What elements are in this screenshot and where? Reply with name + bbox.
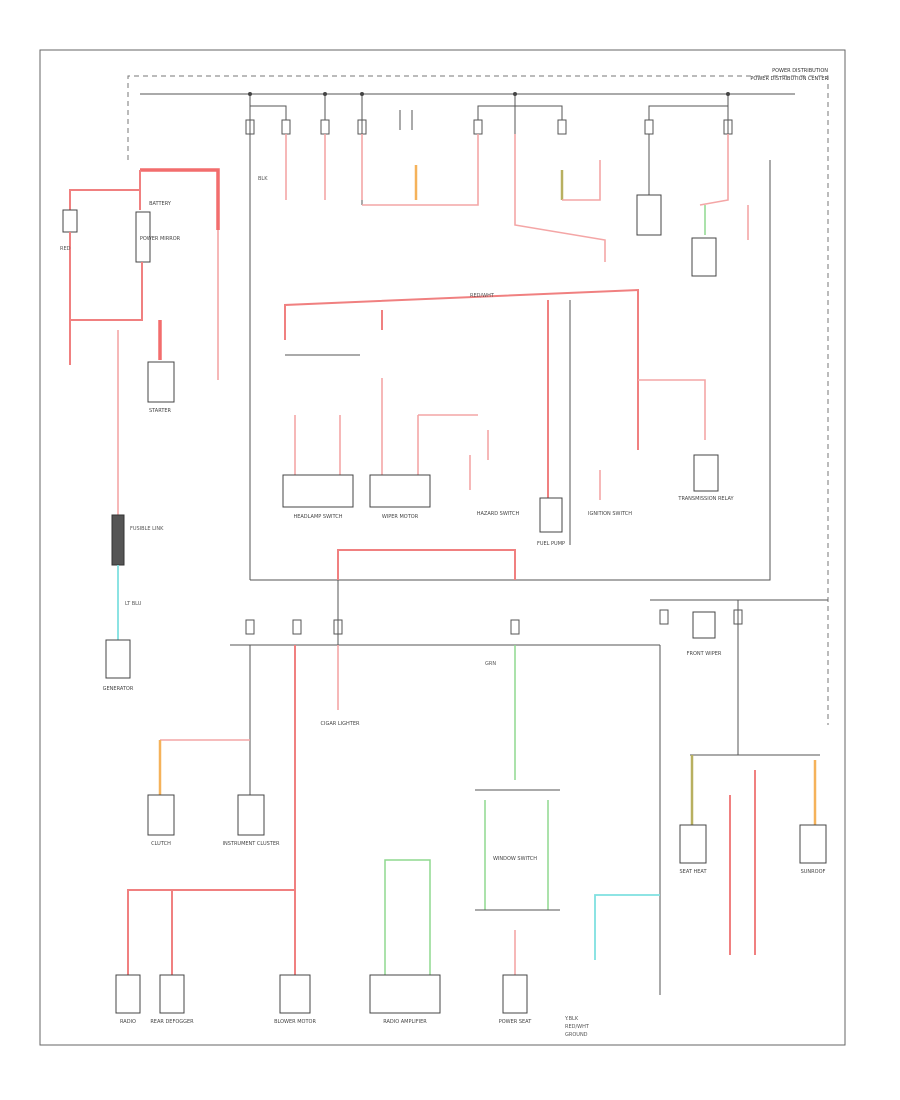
fusible-link-label: FUSIBLE LINK (130, 526, 164, 532)
window-switch-label: WINDOW SWITCH (493, 856, 537, 862)
legend-item-2: RED/WHT (565, 1024, 590, 1030)
wire-top-5 (514, 134, 606, 262)
seat-box-frame (475, 789, 560, 911)
lower-fuse-1 (245, 619, 255, 635)
relay-box-1 (636, 194, 662, 236)
wiper-motor-box (369, 474, 431, 508)
fuel-pump-label: FUEL PUMP (537, 541, 565, 547)
transmission-relay-label: TRANSMISSION RELAY (677, 496, 734, 502)
generator-box (105, 639, 131, 679)
pdc-boundary (127, 75, 829, 725)
headlamp-switch-box (282, 474, 354, 508)
instrument-cluster-label: INSTRUMENT CLUSTER (223, 841, 281, 847)
starter-label: STARTER (149, 408, 172, 414)
wire-top-6 (562, 160, 601, 201)
blower-motor-box (279, 974, 311, 1014)
radio-box (115, 974, 141, 1014)
transmission-relay-box (693, 454, 719, 492)
diagram-frame (39, 49, 846, 1046)
legend-item-1: Y.BLK (564, 1016, 579, 1022)
seat-heat-box (679, 824, 707, 864)
battery-main-cable (140, 168, 220, 230)
legend-item-3: GROUND (565, 1032, 588, 1038)
hazard-switch-label: HAZARD SWITCH (477, 511, 520, 517)
clutch-box (147, 794, 175, 836)
rear-defogger-label: REAR DEFOGGER (150, 1019, 194, 1025)
clutch-label: CLUTCH (151, 841, 171, 847)
mid-pink-8 (638, 379, 706, 440)
power-mirror-label: POWER MIRROR (140, 236, 181, 242)
wire-code-lt-blu: LT BLU (125, 601, 142, 607)
relay-box-2 (691, 237, 717, 277)
wire-code-grn: GRN (485, 661, 496, 667)
sunroof-box (799, 824, 827, 864)
fuel-pump-box (539, 497, 563, 533)
ignition-switch-label: IGNITION SWITCH (588, 511, 632, 517)
mid-red-bus (284, 288, 639, 450)
header-line1: POWER DISTRIBUTION (772, 68, 828, 74)
rear-defogger-box (159, 974, 185, 1014)
wire-battery-starter (70, 262, 143, 321)
blower-motor-label: BLOWER MOTOR (274, 1019, 316, 1025)
battery-left-lead (69, 189, 140, 210)
power-seat-box (502, 974, 528, 1014)
battery-label: BATTERY (149, 201, 172, 207)
seat-heat-label: SEAT HEAT (679, 869, 707, 875)
wire-top-8 (699, 134, 729, 206)
amp-green-loop (384, 859, 431, 975)
wire-top-4 (362, 134, 479, 206)
lower-fuse-4 (510, 619, 520, 635)
radio-amplifier-label: RADIO AMPLIFIER (383, 1019, 427, 1025)
fusible-link (111, 514, 125, 566)
lower-red-bus (337, 549, 516, 580)
front-wiper-box (692, 611, 716, 639)
bottom-red-bus (127, 889, 295, 975)
wire-code-blk: BLK (258, 176, 268, 182)
sunroof-label: SUNROOF (801, 869, 826, 875)
front-wiper-label: FRONT WIPER (687, 651, 722, 657)
battery-left-block (62, 209, 78, 233)
generator-label: GENERATOR (103, 686, 134, 692)
header-line2: POWER DISTRIBUTION CENTER (750, 76, 828, 82)
headlamp-switch-label: HEADLAMP SWITCH (293, 514, 342, 520)
radio-label: RADIO (120, 1019, 136, 1025)
lower-fuse-2 (292, 619, 302, 635)
mid-inner-frame (250, 160, 771, 581)
radio-amplifier-box (369, 974, 441, 1014)
instrument-cluster-box (237, 794, 265, 836)
wire-code-red-wht: RED/WHT (470, 293, 495, 299)
lower-fuse-3 (333, 619, 343, 635)
wire-code-red: RED (60, 246, 71, 252)
wiper-motor-label: WIPER MOTOR (382, 514, 419, 520)
power-seat-label: POWER SEAT (499, 1019, 532, 1025)
lower-fuse-5 (659, 609, 669, 625)
cigar-lighter-label: CIGAR LIGHTER (321, 721, 360, 727)
right-cyan (594, 894, 660, 960)
starter-box (147, 361, 175, 403)
